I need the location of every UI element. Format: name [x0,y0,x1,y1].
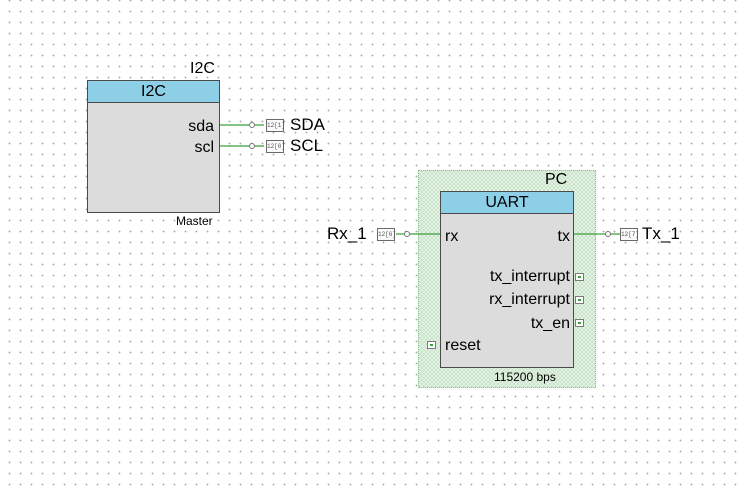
rx-junction [404,231,410,237]
tx-interrupt-pin-stub[interactable] [575,273,584,281]
reset-pin-stub[interactable] [427,341,436,349]
uart-pin-tx-en-label: tx_en [530,315,570,332]
uart-pin-tx-label: tx [557,228,570,245]
rx-port-icon[interactable]: 12[6] [377,228,396,241]
uart-component[interactable]: UART rx tx tx_interrupt rx_interrupt tx_… [440,191,574,368]
uart-pin-rx-interrupt-label: rx_interrupt [489,291,570,308]
tx-port-icon[interactable]: 12[7] [620,228,639,241]
scl-net-label: SCL [290,136,324,155]
i2c-pin-sda-label: sda [188,118,214,135]
uart-instance-name: PC [545,171,568,188]
sda-net-label: SDA [290,115,325,134]
uart-pin-tx-interrupt-label: tx_interrupt [489,268,570,285]
uart-pin-reset-label: reset [445,337,481,354]
i2c-component[interactable]: I2C sda scl [87,80,220,213]
uart-pin-rx-label: rx [445,228,459,245]
i2c-pin-scl-label: scl [194,139,214,156]
sda-port-icon[interactable]: 12[1] [266,119,285,132]
tx-junction [605,231,611,237]
tx-en-pin-stub[interactable] [575,319,584,327]
uart-header: UART [441,192,573,214]
i2c-header: I2C [88,81,219,103]
scl-junction [249,143,255,149]
rx-interrupt-pin-stub[interactable] [575,296,584,304]
sda-junction [249,122,255,128]
tx-net-label: Tx_1 [642,224,680,243]
scl-port-icon[interactable]: 12[0] [266,140,285,153]
i2c-mode-label: Master [176,214,213,228]
uart-baud-label: 115200 bps [494,370,556,384]
i2c-instance-name: I2C [190,60,215,77]
rx-net-label: Rx_1 [327,224,367,243]
